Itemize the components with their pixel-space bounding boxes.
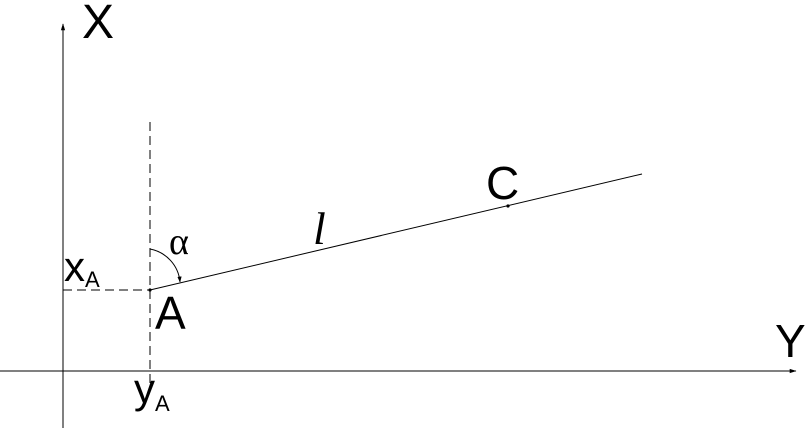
point-a-label: A <box>155 287 186 339</box>
point-a-dot <box>148 288 152 292</box>
y-a-main: y <box>134 365 155 412</box>
angle-alpha-label: α <box>169 221 189 263</box>
x-a-sub: A <box>85 267 100 292</box>
angle-arc <box>149 248 182 283</box>
axis-x-label: X <box>82 0 114 49</box>
y-a-label: yA <box>134 365 170 416</box>
point-c-label: C <box>486 157 519 209</box>
x-a-main: x <box>64 243 85 290</box>
line-a-to-c <box>149 173 643 291</box>
length-l-label: l <box>313 203 326 254</box>
point-c-dot <box>506 204 510 208</box>
x-a-label: xA <box>64 243 100 292</box>
y-a-sub: A <box>155 391 170 416</box>
axis-y-label: Y <box>775 315 806 367</box>
